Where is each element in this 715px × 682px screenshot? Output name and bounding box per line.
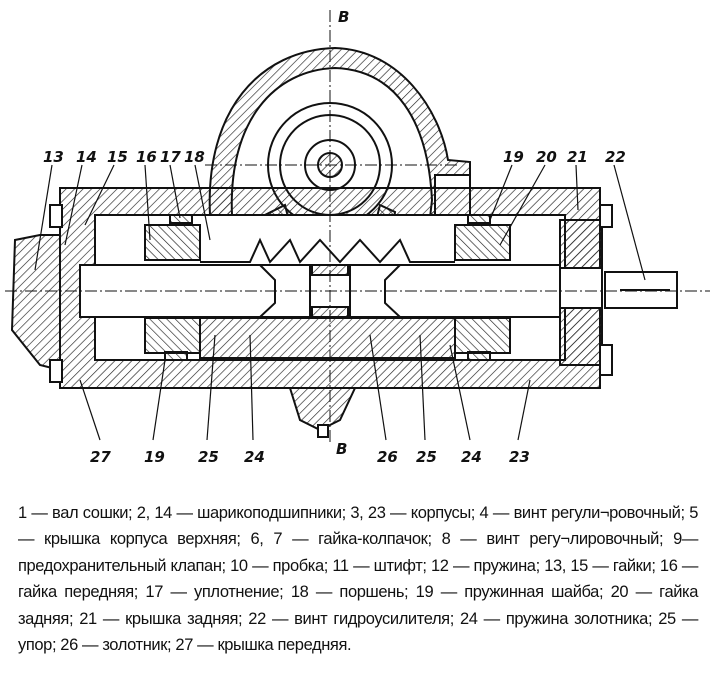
part-label: 27 — [90, 448, 111, 466]
part-label: 26 — [377, 448, 398, 466]
bottom-part-labels: 27 19 25 24 26 25 24 23 — [90, 448, 530, 466]
part-label: 20 — [536, 148, 557, 166]
part-label: 25 — [198, 448, 219, 466]
part-label: 19 — [144, 448, 165, 466]
section-mark-bottom: B — [336, 440, 347, 458]
top-part-labels: 13 14 15 16 17 18 19 20 21 22 — [43, 148, 626, 166]
part-label: 23 — [509, 448, 530, 466]
part-label: 13 — [43, 148, 64, 166]
figure-caption: 1 — вал сошки; 2, 14 — шарикоподшипники;… — [18, 504, 698, 655]
part-label: 24 — [244, 448, 265, 466]
part-label: 16 — [136, 148, 157, 166]
part-label: 24 — [461, 448, 482, 466]
part-label: 21 — [567, 148, 588, 166]
part-label: 19 — [503, 148, 524, 166]
section-mark-top: B — [338, 8, 349, 26]
part-label: 15 — [107, 148, 128, 166]
part-label: 14 — [76, 148, 97, 166]
front-cover — [10, 234, 61, 372]
part-label: 18 — [184, 148, 205, 166]
steering-gear-section-drawing: B B 13 14 15 16 17 18 19 20 21 22 27 19 … — [5, 8, 710, 466]
part-label: 25 — [416, 448, 437, 466]
part-label: 22 — [605, 148, 626, 166]
part-label: 17 — [160, 148, 181, 166]
